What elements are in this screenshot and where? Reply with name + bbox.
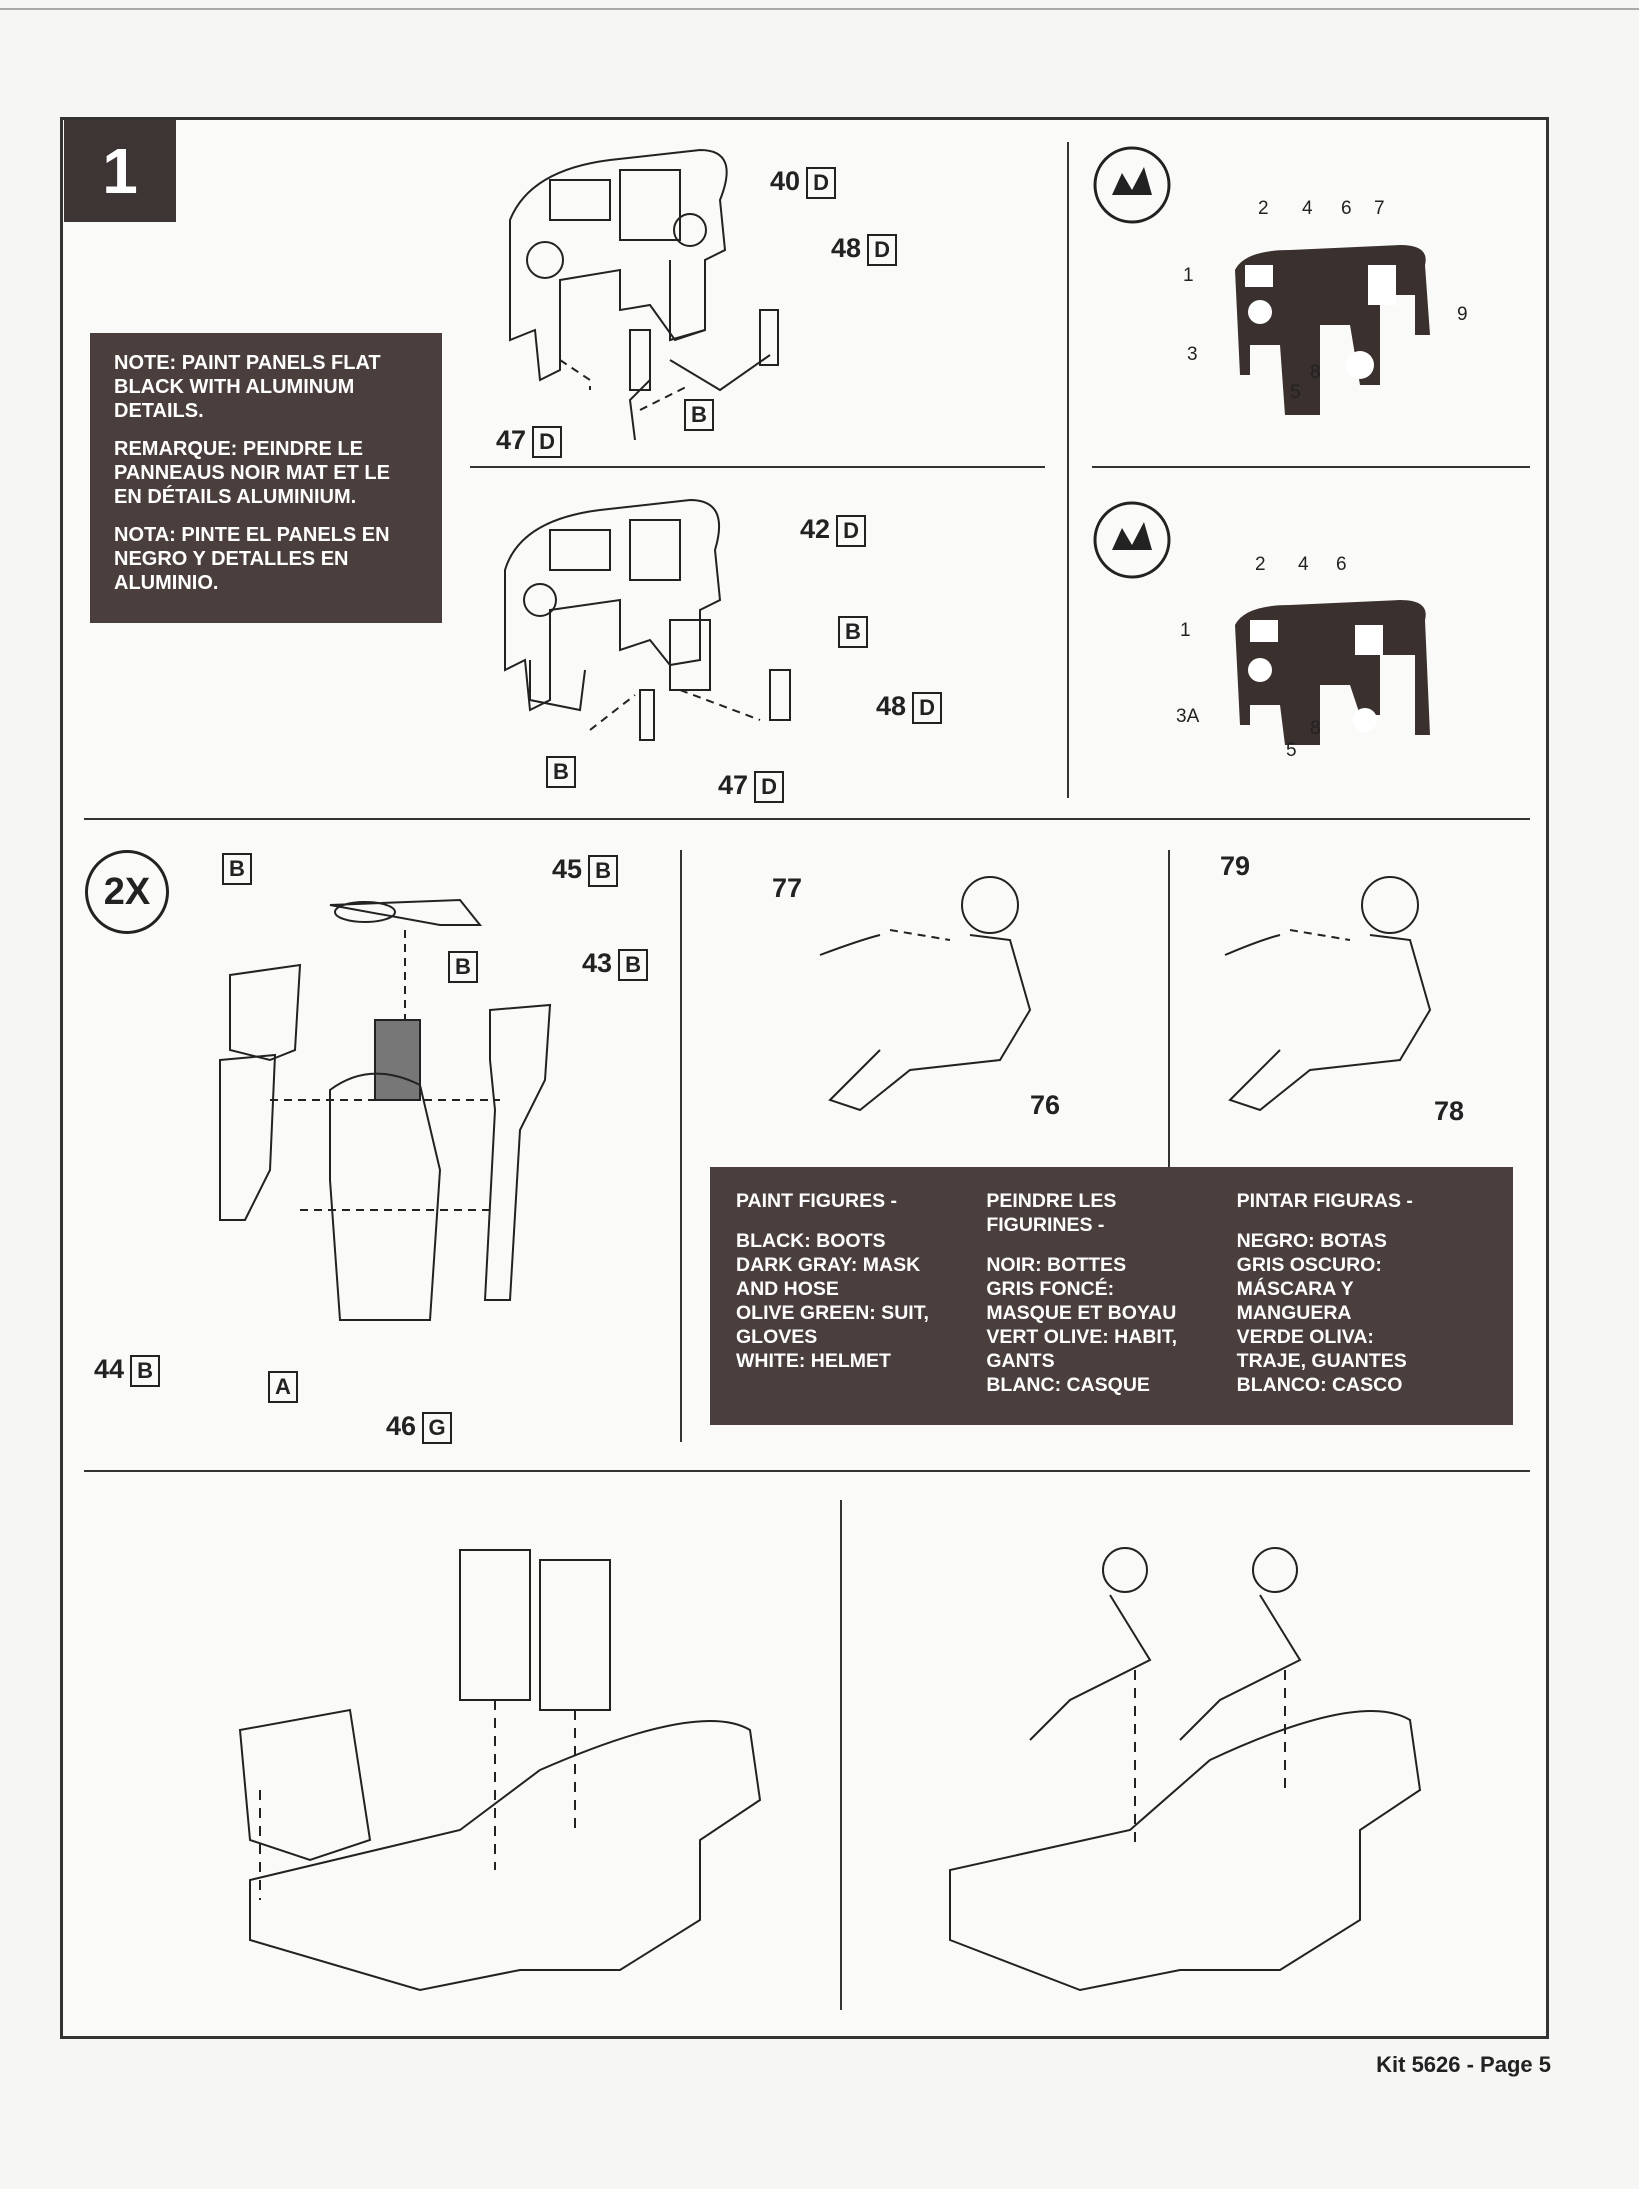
divider: [1067, 142, 1069, 798]
decal-number: 1: [1183, 265, 1194, 286]
divider: [470, 466, 1045, 468]
part-79-label: 79: [1220, 851, 1251, 881]
instrument-panel-illustration-top: [509, 148, 779, 441]
page-top-rule: [0, 8, 1639, 10]
note-english: NOTE: PAINT PANELS FLAT BLACK WITH ALUMI…: [114, 352, 381, 422]
decal-number: 6: [1336, 554, 1347, 575]
paint-panels-note: NOTE: PAINT PANELS FLAT BLACK WITH ALUMI…: [90, 333, 442, 623]
part-a-label: A: [262, 1370, 298, 1403]
step-number: 1: [64, 120, 176, 222]
divider: [1168, 850, 1170, 1225]
part-b-label: B: [442, 950, 478, 983]
decal-number: 2: [1255, 554, 1266, 575]
divider: [84, 1470, 1530, 1472]
decal-number: 4: [1302, 198, 1313, 219]
ejection-seat-exploded-diagram: [219, 898, 552, 1321]
decal-panel-diagram-top: [1235, 245, 1430, 415]
decal-number: 3A: [1176, 706, 1200, 727]
instrument-panel-illustration-bottom: [504, 498, 791, 741]
decal-number: 8: [1310, 718, 1321, 739]
decal-number: 6: [1341, 198, 1352, 219]
decal-number: 7: [1374, 198, 1385, 219]
divider: [84, 818, 1530, 820]
part-b-label: B: [216, 852, 252, 885]
decal-number: 5: [1286, 740, 1297, 761]
paint-english: PAINT FIGURES - BLACK: BOOTS DARK GRAY: …: [736, 1190, 929, 1372]
part-77-label: 77: [772, 873, 803, 903]
page-footer: Kit 5626 - Page 5: [1376, 2052, 1551, 2077]
decal-number: 5: [1290, 382, 1301, 403]
decal-number: 3: [1187, 344, 1198, 365]
paint-french: PEINDRE LES FIGURINES - NOIR: BOTTES GRI…: [986, 1190, 1178, 1396]
part-b-label: B: [540, 755, 576, 788]
pilot-figure-78: [1224, 876, 1432, 1112]
decal-icon: [1093, 501, 1171, 579]
divider: [840, 1500, 842, 2010]
decal-number: 2: [1258, 198, 1269, 219]
paint-spanish: PINTAR FIGURAS - NEGRO: BOTAS GRIS OSCUR…: [1236, 1190, 1413, 1396]
decal-number: 1: [1180, 620, 1191, 641]
decal-panel-diagram-bottom: [1235, 600, 1430, 745]
decal-number: 9: [1457, 304, 1468, 325]
decal-number: 8: [1310, 362, 1321, 383]
part-76-label: 76: [1030, 1090, 1061, 1120]
pilot-figure-76: [819, 876, 1032, 1112]
divider: [680, 850, 682, 1442]
decal-icon: [1093, 146, 1171, 224]
quantity-2x-badge: 2X: [85, 850, 169, 934]
part-b-label: B: [678, 398, 714, 431]
cockpit-seat-assembly-illustration: [238, 1549, 762, 1992]
divider: [1092, 466, 1530, 468]
note-spanish: NOTA: PINTE EL PANELS EN NEGRO Y DETALLE…: [114, 524, 390, 594]
cockpit-pilots-assembly-illustration: [949, 1547, 1422, 1992]
part-78-label: 78: [1434, 1096, 1465, 1126]
paint-figures-box: PAINT FIGURES - BLACK: BOOTS DARK GRAY: …: [710, 1167, 1513, 1425]
note-french: REMARQUE: PEINDRE LE PANNEAUS NOIR MAT E…: [114, 438, 390, 508]
part-b-label: B: [832, 615, 868, 648]
decal-number: 4: [1298, 554, 1309, 575]
